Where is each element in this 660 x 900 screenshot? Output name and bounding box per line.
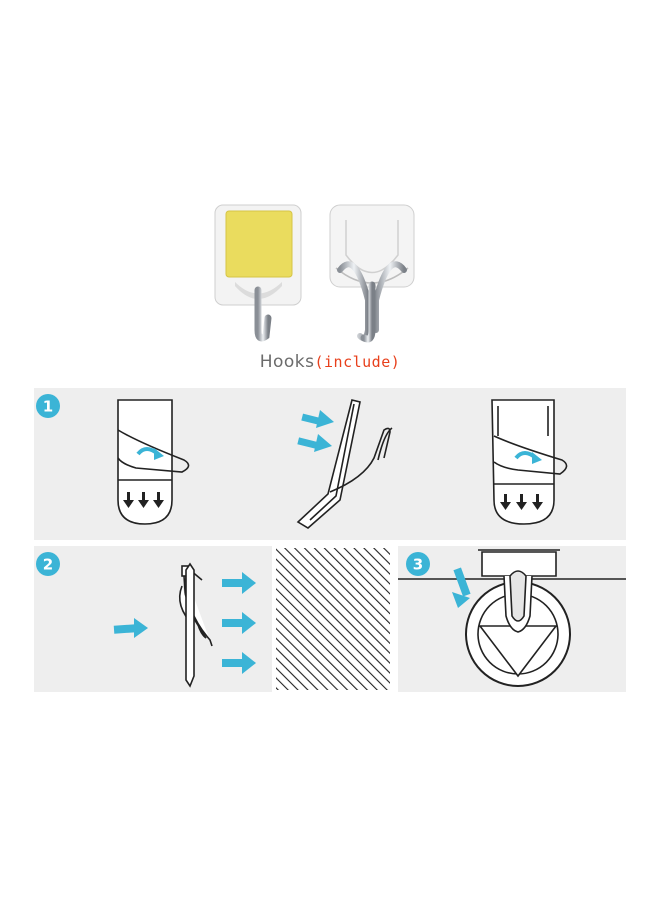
- peel-backing-icon-2: [491, 399, 568, 525]
- wall-surface: [272, 546, 392, 692]
- step-2-badge: 2: [36, 552, 60, 576]
- down-arrow-icon: [452, 567, 471, 608]
- step-1-panel: 1: [34, 388, 626, 540]
- push-hook-icon: [178, 562, 213, 688]
- caption-main: Hooks: [259, 352, 315, 372]
- press-arrows-icon: [222, 572, 256, 674]
- press-hook-icon: [296, 399, 393, 529]
- hook-back-image: [214, 204, 302, 342]
- product-caption: Hooks(include): [0, 352, 660, 372]
- step-3-number: 3: [413, 556, 423, 574]
- step-3-badge: 3: [406, 552, 430, 576]
- step-3-panel: 3: [398, 546, 626, 692]
- peel-backing-icon: [117, 399, 190, 525]
- hang-ring-icon: [465, 549, 571, 687]
- caption-sub: (include): [314, 353, 401, 371]
- step-1-badge: 1: [36, 394, 60, 418]
- push-arrow-icon: [113, 618, 148, 638]
- product-photos: [214, 204, 415, 343]
- step-1-number: 1: [43, 398, 53, 416]
- hook-front-image: [329, 204, 415, 343]
- step-2-number: 2: [43, 556, 53, 574]
